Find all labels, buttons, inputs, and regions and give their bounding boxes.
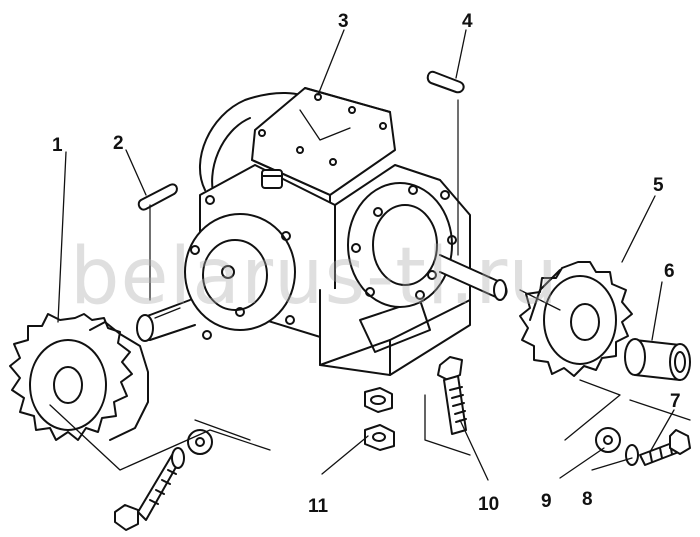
- gearbox-housing: [184, 87, 471, 376]
- nut-11: [364, 387, 395, 451]
- right-output-shaft: [439, 254, 508, 301]
- sprocket-right: [519, 261, 633, 377]
- callout-9: 9: [541, 491, 552, 512]
- bushing: [624, 338, 691, 381]
- callout-1: 1: [52, 135, 63, 156]
- callout-8: 8: [582, 489, 593, 510]
- callout-7: 7: [670, 391, 681, 412]
- shaft-key-left: [137, 183, 178, 301]
- sprocket-left: [9, 313, 149, 441]
- callout-3: 3: [338, 11, 349, 32]
- callout-11: 11: [308, 496, 329, 517]
- callout-10: 10: [478, 494, 500, 515]
- washer-9: [595, 427, 621, 453]
- guide-lines: [49, 289, 691, 471]
- shaft-key-right: [426, 70, 465, 256]
- callout-5: 5: [653, 175, 664, 196]
- callout-2: 2: [113, 133, 124, 154]
- washer-8: [625, 444, 639, 466]
- left-output-shaft: [136, 299, 196, 342]
- bolt-7: [639, 429, 691, 466]
- callout-6: 6: [664, 261, 675, 282]
- callout-4: 4: [462, 11, 473, 32]
- bolt-left: [114, 429, 213, 531]
- leader-lines: [57, 29, 675, 481]
- watermark: belarus-tl.ru: [70, 232, 559, 322]
- bolt-10: [437, 356, 467, 435]
